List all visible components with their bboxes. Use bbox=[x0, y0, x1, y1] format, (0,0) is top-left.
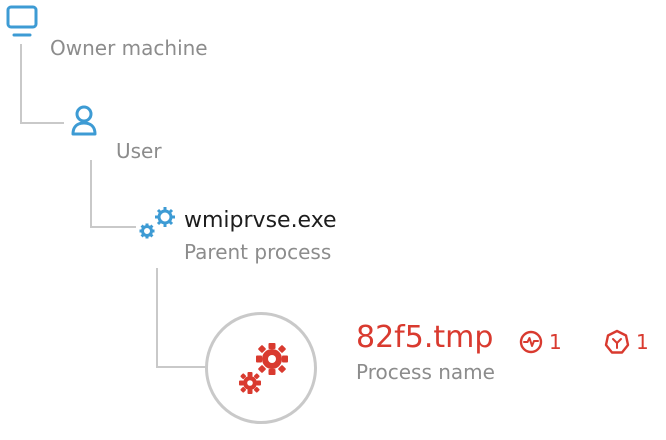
parent-process-label: Parent process bbox=[184, 240, 332, 264]
user-label: User bbox=[116, 139, 162, 163]
gears-icon bbox=[139, 207, 175, 239]
activity-count: 1 bbox=[549, 330, 562, 354]
parent-process-name[interactable]: wmiprvse.exe bbox=[184, 208, 337, 233]
activity-badge[interactable]: 1 bbox=[519, 330, 562, 354]
owner-machine-label: Owner machine bbox=[50, 36, 208, 60]
owner-machine-node[interactable]: Owner machine bbox=[0, 0, 260, 70]
shield-alert-icon bbox=[604, 329, 630, 354]
user-icon bbox=[71, 105, 97, 136]
monitor-icon bbox=[6, 5, 38, 37]
connector-user-parent bbox=[90, 160, 136, 228]
gears-icon bbox=[239, 343, 288, 394]
activity-icon bbox=[519, 330, 543, 354]
user-node[interactable]: User bbox=[70, 105, 210, 170]
parent-process-node[interactable]: wmiprvse.exe Parent process bbox=[134, 196, 374, 271]
process-circle[interactable] bbox=[205, 312, 317, 424]
process-label: Process name bbox=[356, 360, 495, 384]
connector-machine-user bbox=[20, 44, 64, 124]
process-name[interactable]: 82f5.tmp bbox=[356, 320, 494, 355]
connector-parent-process bbox=[156, 268, 208, 368]
alert-count: 1 bbox=[636, 330, 649, 354]
alert-badge[interactable]: 1 bbox=[604, 329, 649, 355]
